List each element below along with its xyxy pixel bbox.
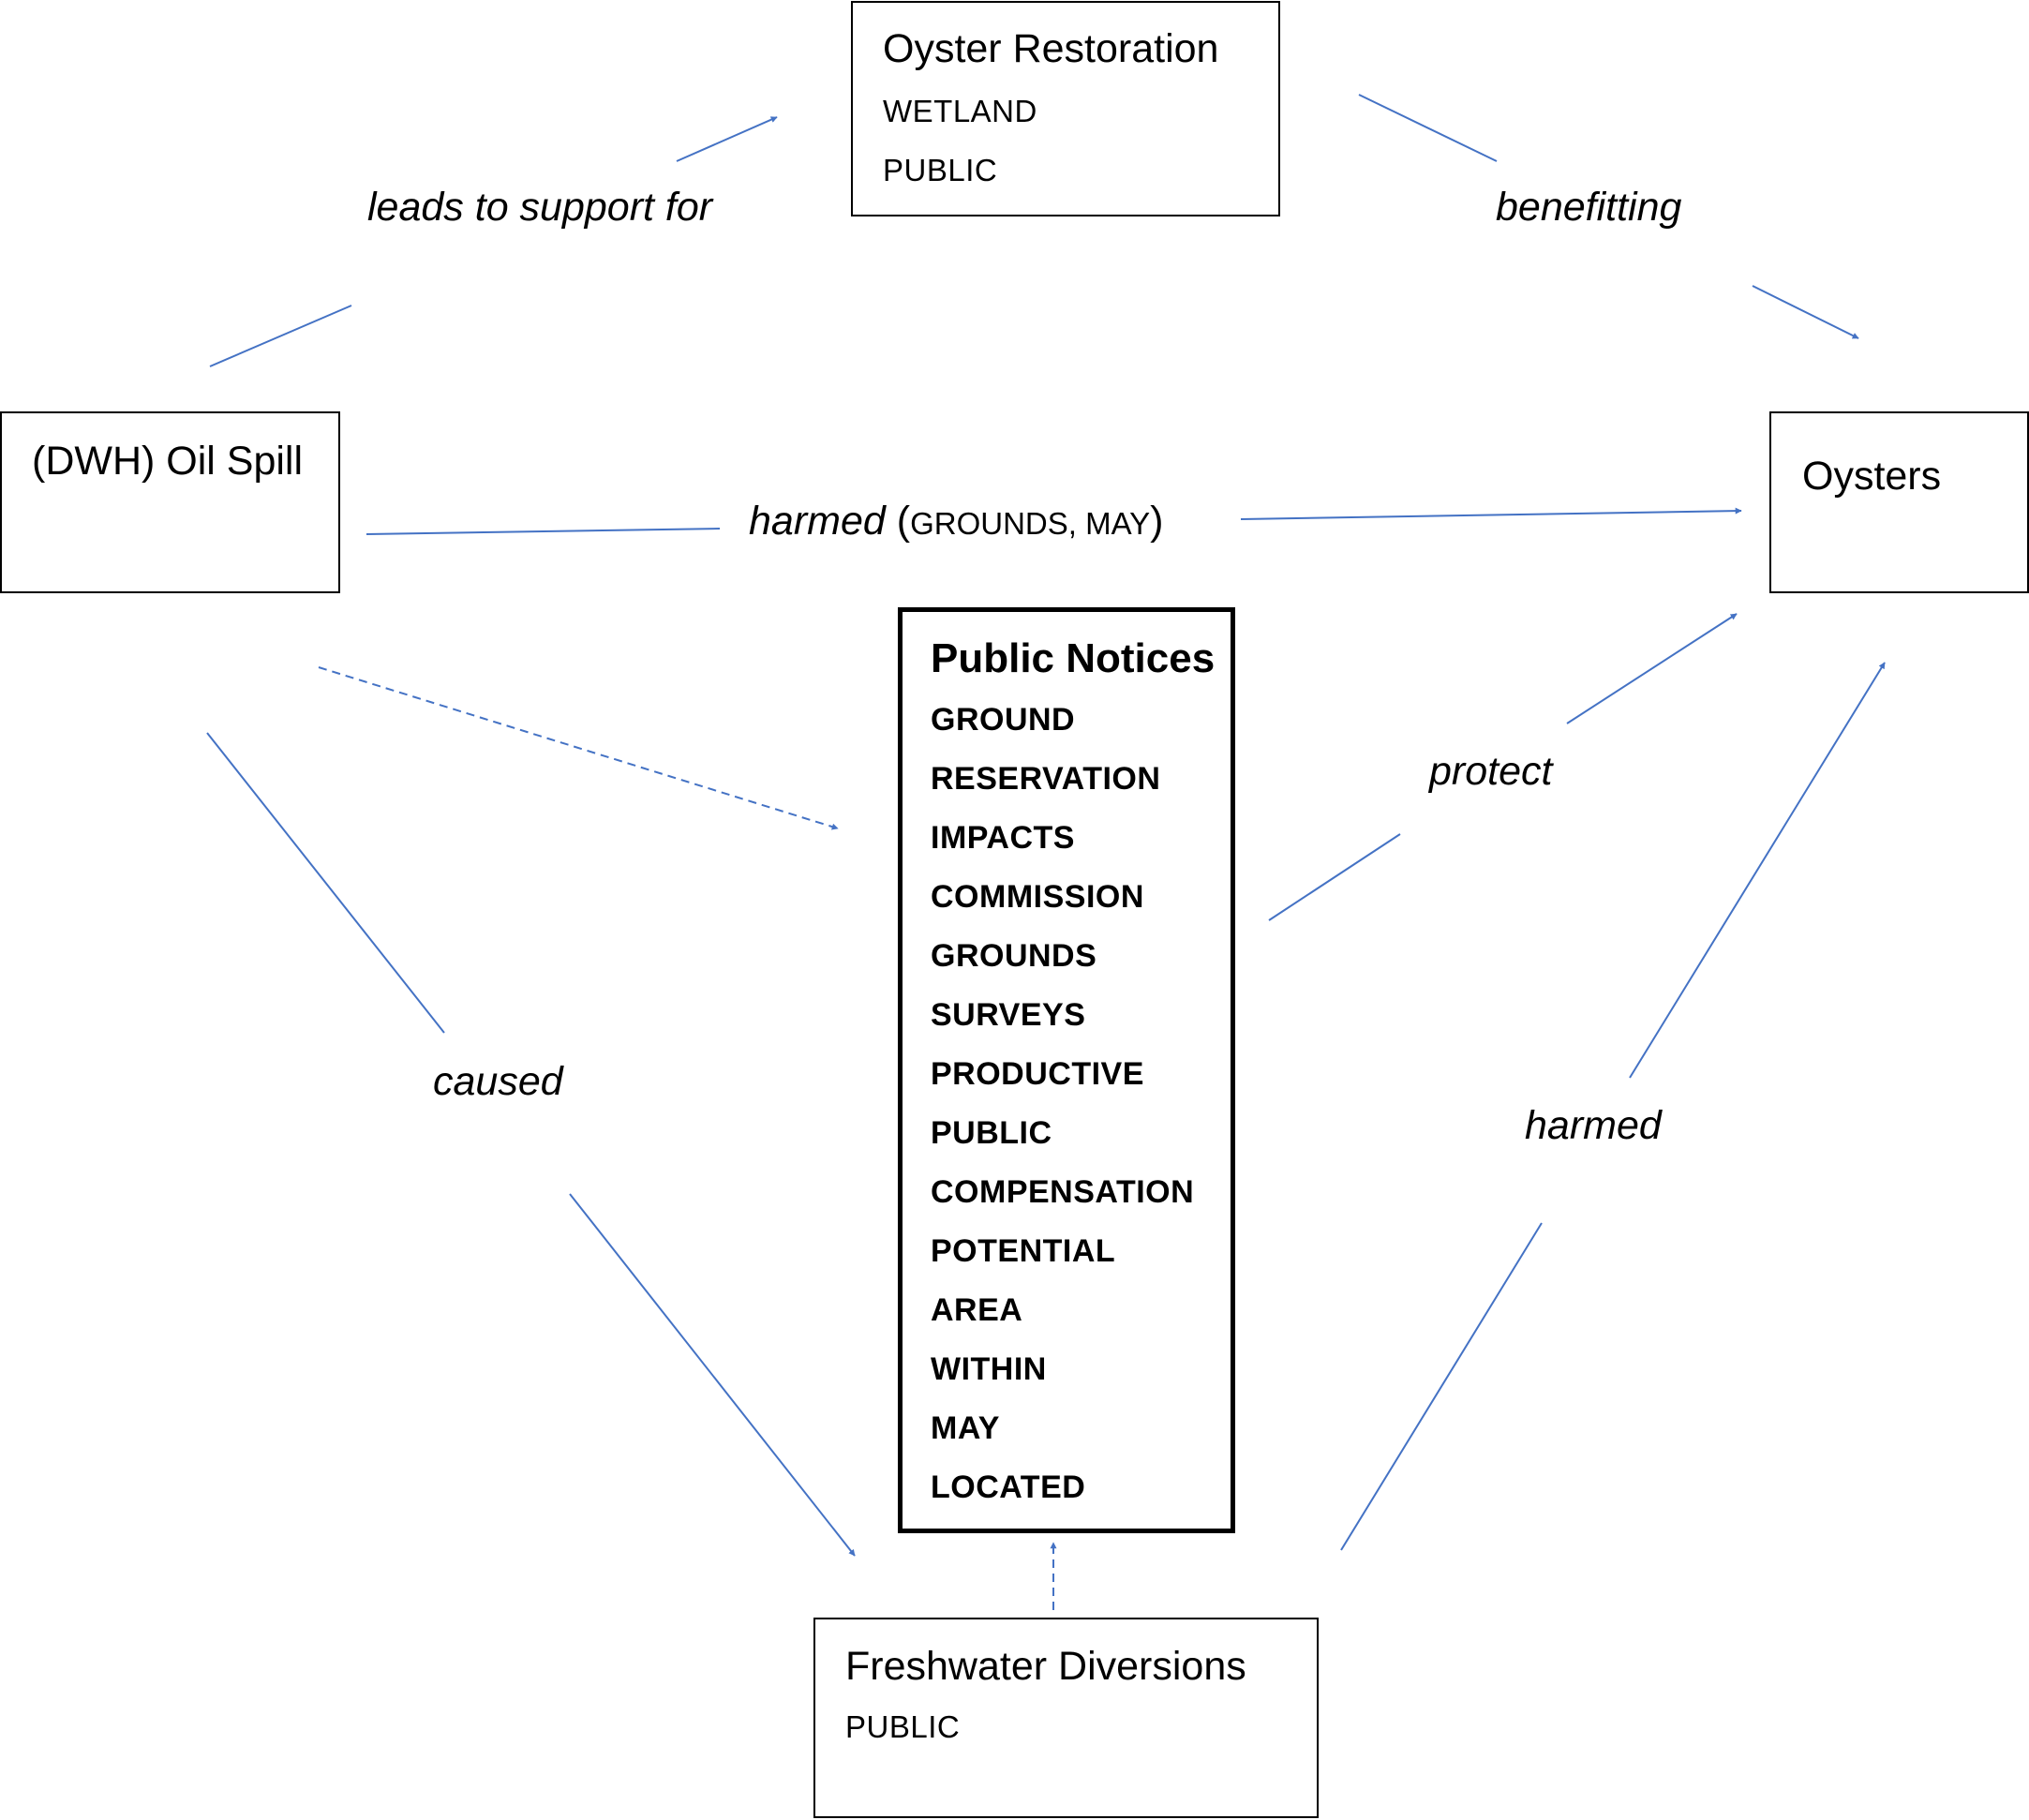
public-notices-keyword: POTENTIAL [931, 1233, 1116, 1269]
public-notices-keyword: AREA [931, 1292, 1023, 1328]
edge-label-leads-to-support-for: leads to support for [367, 185, 713, 230]
edge-leads-to-support-for-segment-2 [676, 116, 778, 162]
edge-caused-segment-2 [569, 1193, 856, 1557]
edge-caused-segment-1 [206, 732, 445, 1034]
edge-label-protect: protect [1429, 749, 1553, 794]
edge-protect-segment-1 [1268, 833, 1401, 921]
edge-protect-segment-2 [1566, 613, 1738, 724]
public-notices-keyword: GROUND [931, 702, 1076, 738]
public-notices-keyword: SURVEYS [931, 997, 1086, 1033]
public-notices-title: Public Notices [931, 635, 1216, 681]
oysters-title: Oysters [1802, 454, 1942, 499]
edge-label-benefitting: benefitting [1496, 185, 1682, 230]
public-notices-keyword: LOCATED [931, 1469, 1086, 1505]
edge-label-harmed-spill-paren-close: ) [1150, 499, 1164, 544]
public-notices-keyword: PUBLIC [931, 1115, 1052, 1151]
public-notices-keyword: WITHIN [931, 1351, 1047, 1387]
oil-spill-title: (DWH) Oil Spill [32, 439, 304, 484]
oyster-restoration-keyword: PUBLIC [883, 153, 998, 187]
edge-label-harmed-spill-paren-open: ( [896, 499, 911, 544]
oil-spill-node: (DWH) Oil Spill [0, 411, 340, 593]
edge-harmed-diversions-segment-2 [1629, 662, 1886, 1079]
public-notices-keyword: COMMISSION [931, 879, 1144, 915]
edge-harmed-spill-segment-1 [366, 528, 721, 535]
edge-benefitting-segment-1 [1358, 94, 1498, 162]
public-notices-keyword: PRODUCTIVE [931, 1056, 1144, 1092]
public-notices-keyword: GROUNDS [931, 938, 1097, 974]
edge-harmed-spill-segment-2 [1240, 507, 1742, 520]
public-notices-keyword: RESERVATION [931, 761, 1161, 797]
edge-label-harmed-spill: harmed (GROUNDS, MAY) [749, 501, 1164, 542]
public-notices-node: Public Notices GROUND RESERVATION IMPACT… [898, 607, 1235, 1533]
edge-label-caused: caused [433, 1059, 563, 1104]
public-notices-keyword: COMPENSATION [931, 1174, 1195, 1210]
edge-label-harmed-spill-qualifier: GROUNDS [910, 506, 1068, 541]
oyster-restoration-node: Oyster Restoration WETLAND PUBLIC [851, 1, 1280, 216]
freshwater-diversions-node: Freshwater Diversions PUBLIC [813, 1618, 1319, 1818]
edge-label-harmed-spill-qualifier: MAY [1085, 506, 1151, 541]
oyster-restoration-title: Oyster Restoration [883, 26, 1219, 71]
edge-label-harmed-spill-verb: harmed [749, 499, 886, 544]
edge-harmed-diversions-segment-1 [1340, 1222, 1543, 1551]
oyster-restoration-keyword: WETLAND [883, 94, 1037, 128]
public-notices-keyword: MAY [931, 1410, 1000, 1446]
edge-leads-to-support-for-segment-1 [209, 305, 352, 367]
public-notices-keyword: IMPACTS [931, 820, 1075, 856]
freshwater-diversions-title: Freshwater Diversions [845, 1644, 1246, 1689]
edge-label-harmed-spill-separator: , [1067, 506, 1086, 541]
oysters-node: Oysters [1769, 411, 2029, 593]
edge-spill-to-notices [318, 666, 839, 830]
freshwater-diversions-keyword: PUBLIC [845, 1709, 961, 1744]
edge-label-harmed-diversions: harmed [1525, 1103, 1662, 1148]
edge-benefitting-segment-2 [1752, 285, 1859, 339]
